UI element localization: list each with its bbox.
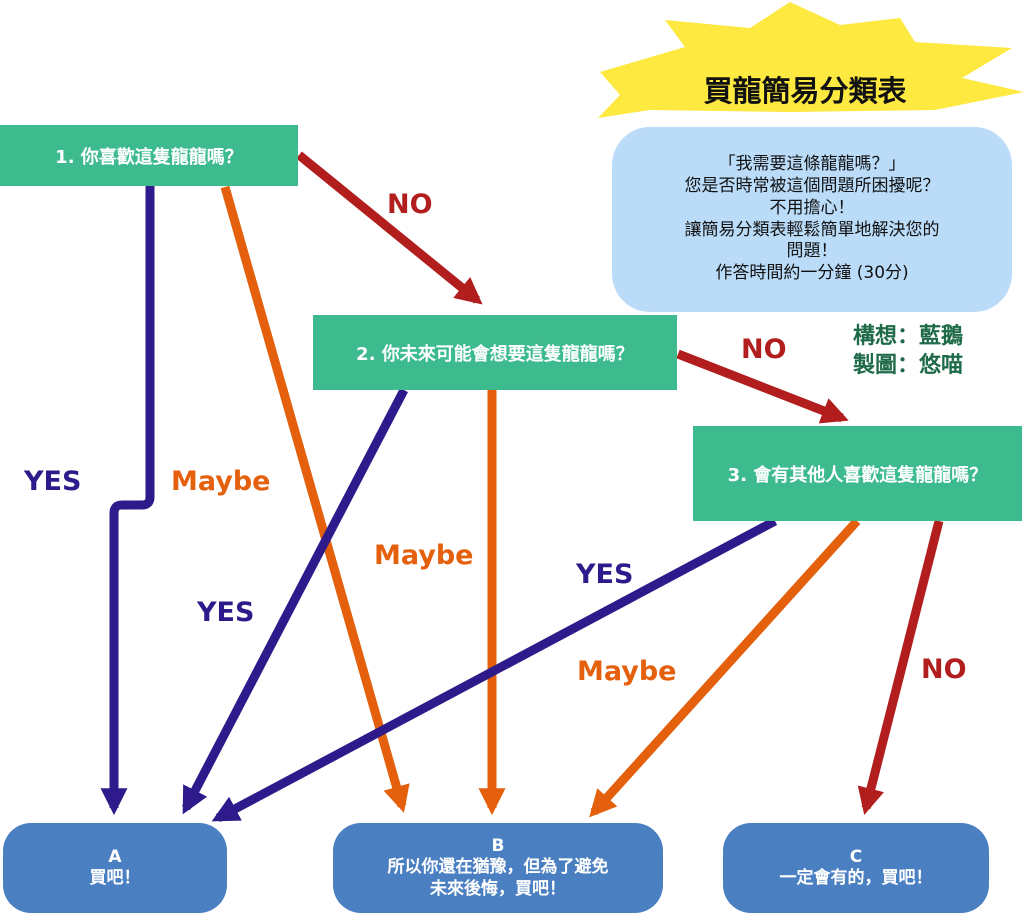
arrow-q3-yes <box>211 517 778 822</box>
question-3-box: 3. 會有其他人喜歡這隻龍龍嗎？ <box>693 426 1022 521</box>
label-q2-no: NO <box>741 334 787 365</box>
question-2-box: 2. 你未來可能會想要這隻龍龍嗎？ <box>313 315 677 390</box>
label-q1-maybe: Maybe <box>171 466 271 497</box>
intro-line: 您是否時常被這個問題所困擾呢？ <box>684 176 940 196</box>
question-1-box: 1. 你喜歡這隻龍龍嗎？ <box>0 125 298 186</box>
credit-illustration: 製圖：悠喵 <box>853 353 964 378</box>
label-q3-no: NO <box>921 654 967 685</box>
label-q3-yes: YES <box>576 559 634 590</box>
intro-line: 問題！ <box>786 241 838 262</box>
intro-line: 不用擔心！ <box>769 197 855 218</box>
intro-line: 作答時間約一分鐘 (30分) <box>715 263 909 283</box>
answer-a-letter: A <box>108 846 122 867</box>
arrow-q1-no <box>296 151 483 305</box>
label-q3-maybe: Maybe <box>577 656 677 687</box>
arrow-q2-yes <box>182 387 408 815</box>
intro-line: 「我需要這條龍龍嗎？」 <box>718 154 906 175</box>
answer-c-letter: C <box>849 846 863 867</box>
answer-b-box: B 所以你還在猶豫，但為了避免 未來後悔，買吧！ <box>333 823 663 913</box>
arrow-q1-yes <box>100 186 155 816</box>
label-q2-yes: YES <box>197 597 255 628</box>
answer-c-box: C 一定會有的，買吧！ <box>723 823 989 913</box>
intro-line: 讓簡易分類表輕鬆簡單地解決您的 <box>684 219 940 240</box>
answer-a-box: A 買吧！ <box>3 823 227 913</box>
label-q1-no: NO <box>387 189 433 220</box>
answer-b-text-line: 未來後悔，買吧！ <box>430 878 566 899</box>
arrow-q1-maybe <box>220 185 410 813</box>
title-starburst <box>598 2 1024 118</box>
intro-bubble: 「我需要這條龍龍嗎？」 您是否時常被這個問題所困擾呢？ 不用擔心！ 讓簡易分類表… <box>612 127 1012 312</box>
credit-concept: 構想：藍鵝 <box>853 324 964 349</box>
label-q1-yes: YES <box>24 466 82 497</box>
arrow-q3-maybe <box>589 517 861 818</box>
page-title: 買龍簡易分類表 <box>703 74 907 108</box>
label-q2-maybe: Maybe <box>374 540 474 571</box>
answer-a-text: 買吧！ <box>89 868 141 888</box>
answer-c-text: 一定會有的，買吧！ <box>779 868 933 888</box>
answer-b-letter: B <box>491 836 505 857</box>
arrow-q2-no <box>676 349 849 424</box>
arrow-q3-no <box>857 519 944 815</box>
answer-b-text-line: 所以你還在猶豫，但為了避免 <box>387 857 609 878</box>
